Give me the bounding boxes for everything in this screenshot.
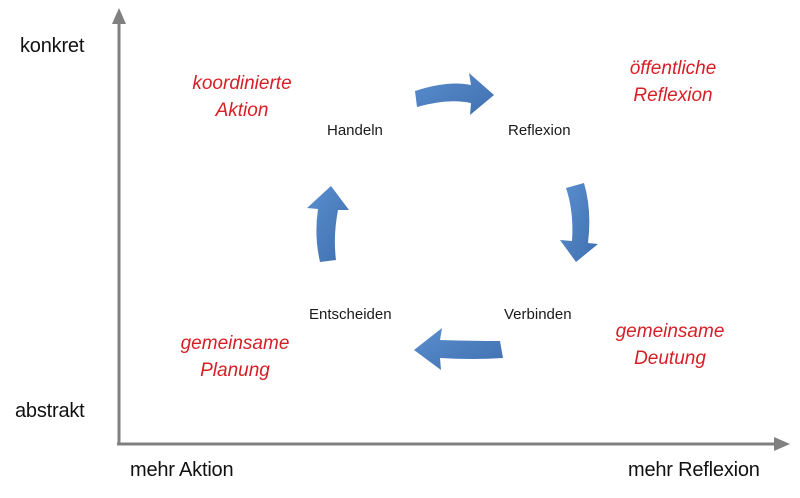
y-axis-top-label: konkret <box>20 35 85 57</box>
node-entscheiden: Entscheiden <box>309 306 392 323</box>
mode-bottom-left-line1: gemeinsame <box>180 333 290 354</box>
y-axis-bottom-label: abstrakt <box>15 400 85 422</box>
mode-label-bottom-left: gemeinsame Planung <box>150 330 320 384</box>
cycle-arrow-top <box>415 73 494 115</box>
x-axis-left-label: mehr Aktion <box>130 459 234 481</box>
x-axis-right-label: mehr Reflexion <box>628 459 760 481</box>
mode-label-bottom-right: gemeinsame Deutung <box>585 318 755 372</box>
mode-bottom-right-line2: Deutung <box>634 348 706 369</box>
node-handeln: Handeln <box>327 122 383 139</box>
cycle-arrow-right <box>560 183 598 262</box>
mode-label-top-left: koordinierte Aktion <box>157 70 327 124</box>
cycle-arrow-bottom <box>414 328 503 370</box>
mode-top-right-line2: Reflexion <box>633 85 713 106</box>
mode-bottom-left-line2: Planung <box>200 360 270 381</box>
mode-top-left-line1: koordinierte <box>192 73 292 94</box>
mode-bottom-right-line1: gemeinsame <box>615 321 725 342</box>
node-verbinden: Verbinden <box>504 306 572 323</box>
node-reflexion: Reflexion <box>508 122 571 139</box>
y-axis-arrowhead <box>112 8 126 24</box>
mode-top-right-line1: öffentliche <box>629 58 717 79</box>
cycle-arrow-left <box>307 186 349 262</box>
mode-label-top-right: öffentliche Reflexion <box>588 55 758 109</box>
mode-top-left-line2: Aktion <box>215 100 269 121</box>
x-axis-arrowhead <box>774 437 790 451</box>
